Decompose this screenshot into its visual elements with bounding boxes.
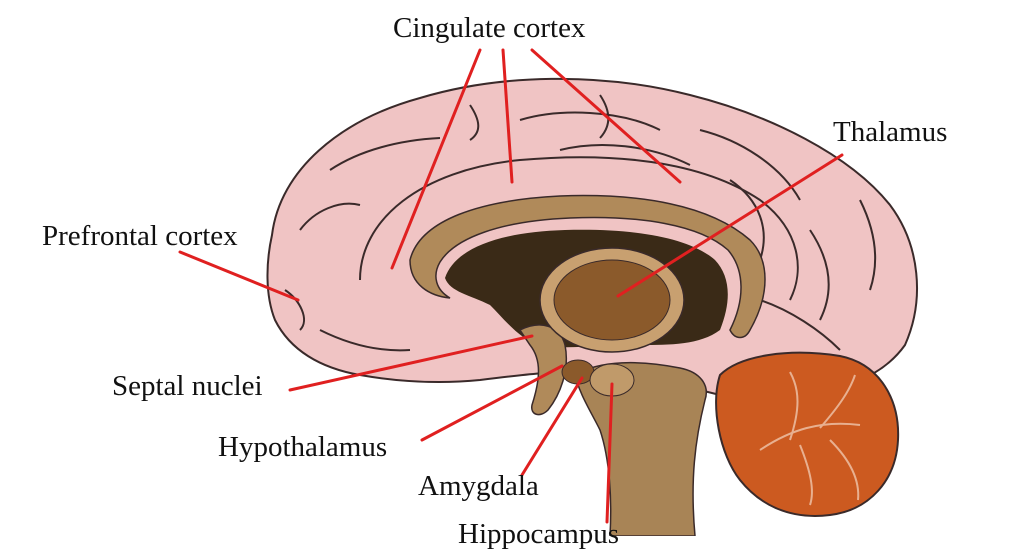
leader-prefrontal: [178, 250, 300, 302]
brain-illustration: [178, 48, 918, 536]
leader-septal: [288, 334, 534, 392]
hypothalamus-region: [561, 359, 595, 385]
thalamus-inner: [553, 259, 671, 341]
leader-cingulate-2: [501, 48, 514, 184]
leader-hypothalamus: [420, 364, 564, 442]
leader-lines: [178, 48, 844, 524]
leader-amygdala: [520, 376, 584, 477]
label-septal-nuclei: Septal nuclei: [112, 370, 263, 402]
brainstem: [574, 361, 707, 536]
cortex-folds: [284, 94, 877, 352]
cingulate-band: [359, 156, 799, 301]
leader-cingulate-3: [530, 48, 682, 184]
leader-hippocampus: [605, 382, 614, 524]
cerebellum: [715, 351, 900, 517]
leader-cingulate-1: [390, 48, 482, 270]
corpus-callosum: [409, 194, 766, 339]
label-thalamus: Thalamus: [833, 116, 948, 148]
cerebellum-arbor: [759, 371, 861, 506]
label-hippocampus: Hippocampus: [458, 518, 620, 550]
label-hypothalamus: Hypothalamus: [218, 431, 388, 463]
leader-thalamus: [616, 153, 844, 298]
label-prefrontal-cortex: Prefrontal cortex: [42, 220, 238, 252]
label-cingulate-cortex: Cingulate cortex: [393, 12, 586, 44]
brain-diagram: Cingulate cortex Thalamus Prefrontal cor…: [42, 12, 948, 549]
label-amygdala: Amygdala: [418, 470, 539, 502]
